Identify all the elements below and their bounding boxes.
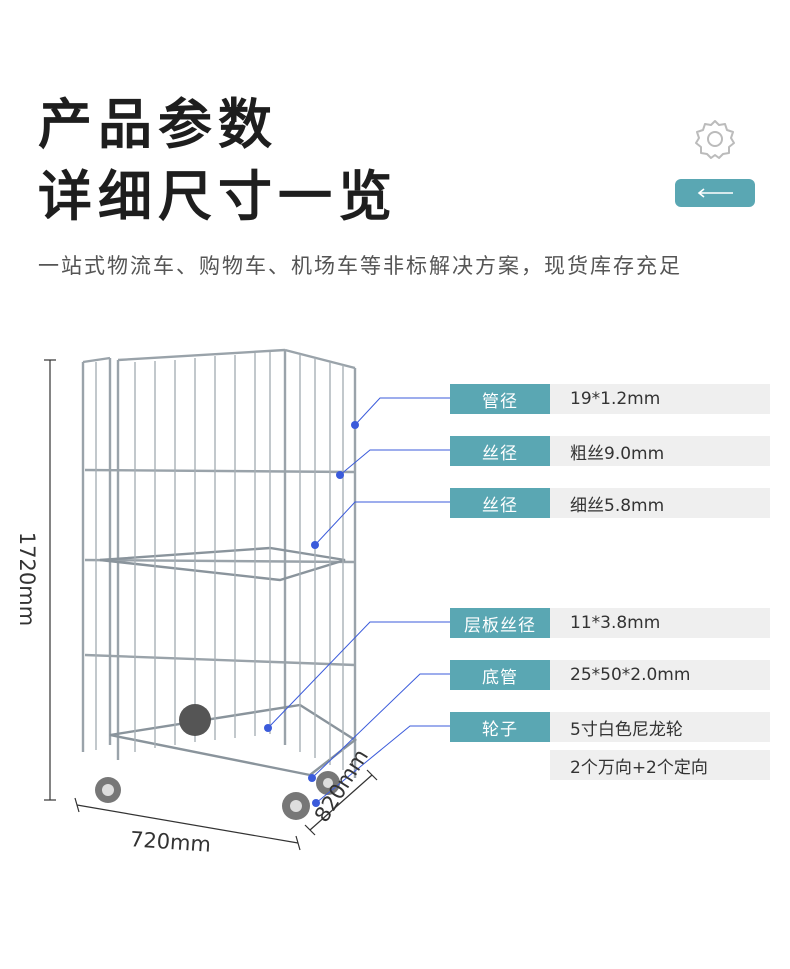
- cart-wheels: [95, 704, 340, 820]
- spec-pointer-lines: [267, 397, 450, 804]
- arrow-left-icon: [697, 188, 733, 198]
- spec-label: 底管: [450, 660, 550, 690]
- spec-value: 11*3.8mm: [550, 608, 770, 638]
- page-subtitle: 一站式物流车、购物车、机场车等非标解决方案，现货库存充足: [38, 254, 682, 278]
- spec-label: 丝径: [450, 488, 550, 518]
- spec-label: 层板丝径: [450, 608, 550, 638]
- spec-value: 粗丝9.0mm: [550, 436, 770, 466]
- spec-value: 细丝5.8mm: [550, 488, 770, 518]
- spec-value: 2个万向+2个定向: [550, 750, 770, 780]
- spec-value: 5寸白色尼龙轮: [550, 712, 770, 742]
- dimension-lines: [44, 359, 378, 851]
- page-title-line2: 详细尺寸一览: [38, 165, 398, 228]
- spec-label: 丝径: [450, 436, 550, 466]
- spec-value: 19*1.2mm: [550, 384, 770, 414]
- cart-frame: [81, 348, 358, 778]
- gear-icon[interactable]: [694, 118, 736, 160]
- spec-label: 轮子: [450, 712, 550, 742]
- spec-label: 管径: [450, 384, 550, 414]
- back-button[interactable]: [675, 179, 755, 207]
- spec-value: 25*50*2.0mm: [550, 660, 770, 690]
- height-dimension-label: 1720mm: [15, 531, 39, 627]
- page-title-line1: 产品参数: [38, 93, 278, 156]
- cart-wires: [95, 352, 344, 770]
- spec-pointer-dots: [264, 421, 359, 807]
